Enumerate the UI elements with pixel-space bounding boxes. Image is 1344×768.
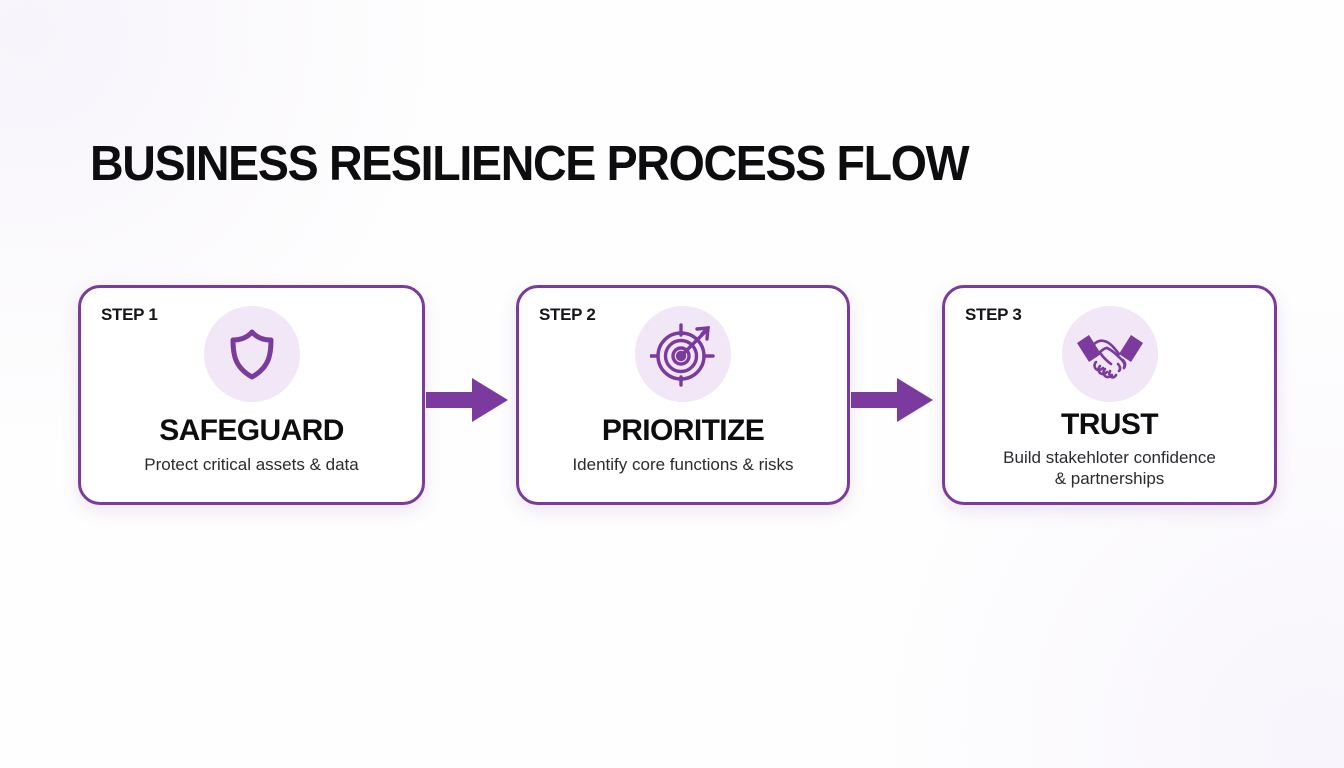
handshake-icon — [1076, 335, 1143, 379]
step-card-1[interactable]: STEP 1 SAFEGUARD Protect critical assets… — [78, 285, 425, 505]
step-description-3-line2: & partnerships — [1054, 469, 1165, 489]
step-label-1: STEP 1 — [101, 305, 158, 324]
page-title: BUSINESS RESILIENCE PROCESS FLOW — [90, 137, 970, 191]
target-arrow-icon — [650, 323, 715, 387]
step-card-2[interactable]: STEP 2 PRI — [516, 285, 850, 505]
step-label-3: STEP 3 — [965, 305, 1022, 324]
step-title-2: PRIORITIZE — [601, 414, 765, 447]
card-text-2: PRIORITIZE Identify core functions & ris… — [519, 416, 847, 475]
step-title-1: SAFEGUARD — [159, 414, 344, 447]
process-flow-diagram: STEP 1 SAFEGUARD Protect critical assets… — [0, 285, 1344, 510]
step-label-2: STEP 2 — [539, 305, 596, 324]
step-description-1: Protect critical assets & data — [144, 455, 359, 474]
arrow-right-icon-2 — [851, 378, 933, 422]
step-card-3[interactable]: STEP 3 — [942, 285, 1277, 505]
shield-icon — [230, 329, 273, 380]
card-text-3: TRUST Build stakehloter confidence & par… — [945, 410, 1274, 490]
icon-badge-2 — [635, 306, 731, 402]
step-title-3: TRUST — [1061, 408, 1159, 441]
icon-badge-3 — [1061, 306, 1158, 402]
step-description-3-line1: Build stakehloter confidence — [1003, 448, 1216, 467]
step-description-2: Identify core functions & risks — [572, 455, 794, 474]
step-description-3: Build stakehloter confidence & partnersh… — [957, 447, 1262, 490]
card-text-1: SAFEGUARD Protect critical assets & data — [81, 416, 422, 475]
icon-badge-1 — [203, 306, 300, 402]
arrow-right-icon-1 — [426, 378, 508, 422]
